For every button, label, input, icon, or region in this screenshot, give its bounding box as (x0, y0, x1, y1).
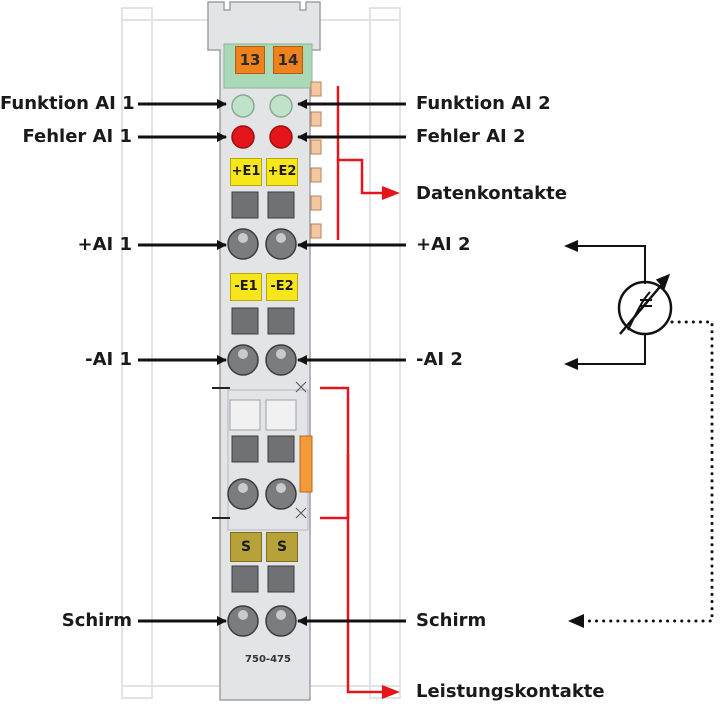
power-contacts-arrowhead (382, 685, 400, 699)
tag-minus-e2: -E2 (266, 273, 298, 301)
shield-dotted-line (582, 320, 714, 623)
label-fehler-ai2: Fehler AI 2 (416, 126, 526, 147)
tag-shield-2: S (266, 532, 298, 562)
connector-tag-14: 14 (273, 46, 303, 74)
terminal-housing (207, 1, 322, 701)
tag-shield-1: S (230, 532, 262, 562)
led-function-ai1 (231, 94, 255, 118)
led-error-ai2 (269, 125, 293, 149)
left-arrows (138, 99, 227, 626)
label-datenkontakte: Datenkontakte (416, 183, 567, 204)
power-contacts-line (320, 386, 384, 694)
label-plus-ai1: +AI 1 (77, 234, 132, 255)
tag-plus-e1: +E1 (230, 158, 262, 186)
label-minus-ai2: -AI 2 (416, 349, 463, 370)
label-leistungskontakte: Leistungskontakte (416, 681, 605, 702)
data-contacts-arrowhead (382, 186, 400, 200)
label-fehler-ai1: Fehler AI 1 (22, 126, 132, 147)
label-funktion-ai1: Funktion AI 1 (0, 93, 135, 114)
leds (231, 94, 293, 149)
clamp-openings (227, 228, 297, 637)
sensor-symbol-icon (617, 273, 673, 336)
connector-tag-13: 13 (235, 46, 265, 74)
tag-minus-e1: -E1 (230, 273, 262, 301)
label-schirm-left: Schirm (61, 610, 132, 631)
release-buttons (231, 191, 295, 593)
data-contacts-line (336, 86, 384, 240)
tag-plus-e2: +E2 (266, 158, 298, 186)
model-number: 750-475 (245, 654, 291, 665)
led-function-ai2 (269, 94, 293, 118)
label-plus-ai2: +AI 2 (416, 234, 471, 255)
label-funktion-ai2: Funktion AI 2 (416, 93, 551, 114)
sensor-wiring (576, 245, 646, 365)
right-arrows (297, 99, 406, 626)
label-minus-ai1: -AI 1 (85, 349, 132, 370)
label-schirm-right: Schirm (416, 610, 487, 631)
led-error-ai1 (231, 125, 255, 149)
